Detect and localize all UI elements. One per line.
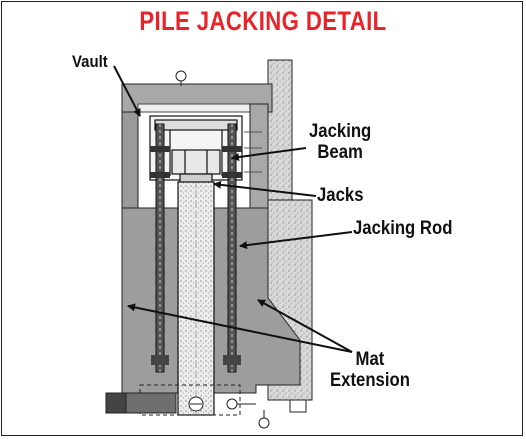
mat-extension-label: Mat Extension [330, 349, 410, 391]
jacking-beam-label-line1: Jacking [309, 121, 372, 142]
vault-walls [121, 83, 273, 209]
pile-base [105, 384, 241, 416]
mat-extension-label-line1: Mat [355, 349, 385, 370]
leader-arrows [113, 65, 353, 353]
vault-label: Vault [72, 52, 108, 71]
jacking-beam-label-line2: Beam [317, 142, 363, 163]
grid-markers [175, 70, 307, 429]
dimension-ticks [244, 131, 262, 173]
diagram-title: PILE JACKING DETAIL [139, 6, 387, 36]
jacking-rod-label: Jacking Rod [353, 218, 453, 239]
mat-extension-label-line2: Extension [330, 370, 410, 391]
jacking-rod-right [222, 123, 242, 373]
jacking-rod-left [150, 123, 170, 373]
jacking-beam-label: Jacking Beam [309, 121, 371, 163]
jacks-label: Jacks [317, 185, 364, 206]
